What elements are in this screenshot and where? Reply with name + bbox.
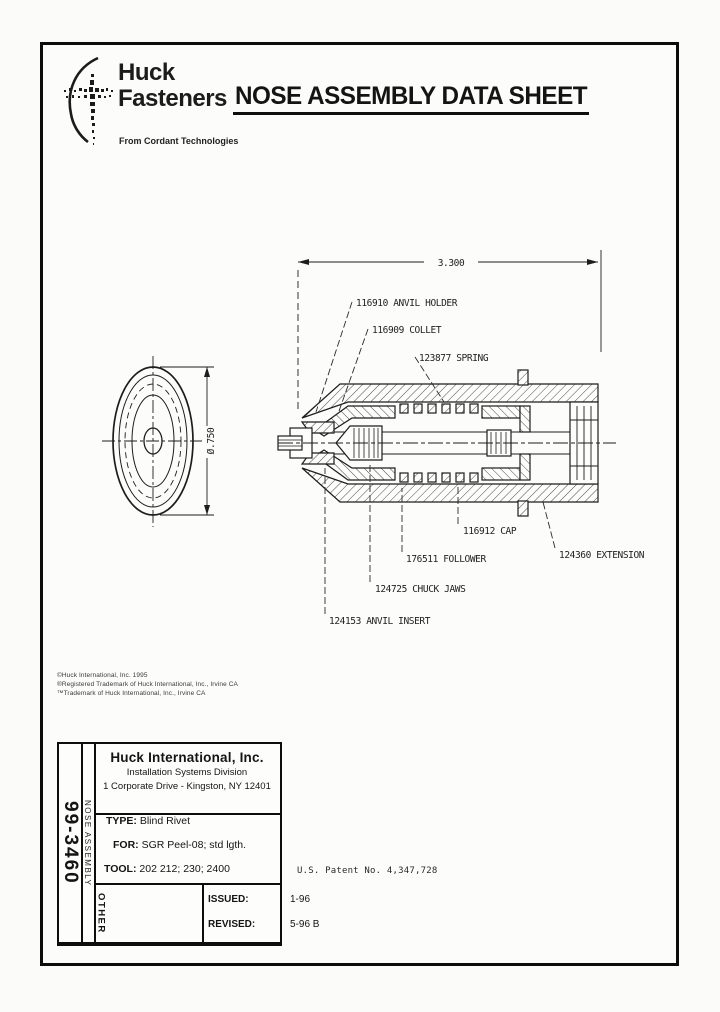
revised-value: 5-96 B [290, 919, 320, 930]
for-row: FOR: SGR Peel-08; std lgth. [113, 839, 246, 851]
label-follower: 176511 FOLLOWER [406, 554, 486, 565]
issued-value: 1-96 [290, 894, 311, 905]
part-labels: 116910 ANVIL HOLDER 116909 COLLET 123877… [329, 298, 645, 627]
other-column: OTHER [94, 885, 108, 942]
company-name: Huck International, Inc. [110, 750, 264, 765]
label-spring: 123877 SPRING [419, 353, 489, 364]
issued-row: ISSUED: 1-96 [208, 894, 310, 905]
brand-line-2: Fasteners [118, 85, 227, 112]
length-dim-text: 3.300 [438, 258, 465, 269]
trademark-footnotes: ©Huck International, Inc. 1995 ®Register… [57, 671, 238, 698]
label-anvil-holder: 116910 ANVIL HOLDER [356, 298, 458, 309]
doc-number: 99-3460 [60, 801, 81, 885]
patent-number: U.S. Patent No. 4,347,728 [297, 866, 438, 876]
front-view: Ø.750 [102, 356, 217, 527]
brand-line-1: Huck [118, 59, 175, 86]
brand-name: Huck Fasteners [118, 60, 227, 112]
assembly-drawing: Ø.750 3.300 [102, 250, 645, 627]
huck-logo-icon [64, 56, 113, 145]
length-dimension: 3.300 [297, 250, 602, 412]
diameter-dimension: Ø.750 [160, 366, 217, 516]
brand-tagline: From Cordant Technologies [119, 136, 239, 146]
footnote-registered: ®Registered Trademark of Huck Internatio… [57, 681, 238, 688]
tool-value: 202 212; 230; 2400 [139, 863, 230, 875]
company-address: 1 Corporate Drive - Kingston, NY 12401 [103, 781, 271, 792]
spring-coils [399, 403, 479, 483]
spec-section: TYPE: Blind Rivet FOR: SGR Peel-08; std … [94, 809, 280, 883]
title-block-main: Huck International, Inc. Installation Sy… [94, 744, 319, 942]
for-value: SGR Peel-08; std lgth. [141, 839, 247, 851]
issued-label: ISSUED: [208, 894, 249, 905]
label-collet: 116909 COLLET [372, 325, 442, 336]
label-extension: 124360 EXTENSION [559, 550, 645, 561]
category-label: NOSE ASSEMBLY [83, 799, 92, 887]
category-column: NOSE ASSEMBLY [81, 744, 96, 942]
footnote-trademark: ™Trademark of Huck International, Inc., … [57, 690, 206, 697]
for-label: FOR: [113, 839, 139, 851]
label-cap: 116912 CAP [463, 526, 517, 537]
other-label: OTHER [95, 893, 107, 934]
company-section: Huck International, Inc. Installation Sy… [94, 744, 280, 815]
diameter-dim-text: Ø.750 [206, 427, 217, 454]
leader-lines [315, 301, 556, 614]
type-label: TYPE: [106, 815, 137, 827]
type-value: Blind Rivet [139, 815, 191, 827]
section-view [277, 369, 616, 517]
tool-label: TOOL: [104, 863, 137, 875]
revised-row: REVISED: 5-96 B [208, 919, 319, 930]
page-title: NOSE ASSEMBLY DATA SHEET [233, 82, 590, 115]
revision-section: OTHER ISSUED: 1-96 REVISED: 5-96 B [94, 883, 319, 942]
tool-row: TOOL: 202 212; 230; 2400 [104, 863, 230, 875]
footnote-copyright: ©Huck International, Inc. 1995 [57, 672, 148, 679]
revised-label: REVISED: [208, 919, 256, 930]
type-row: TYPE: Blind Rivet [106, 815, 190, 827]
company-division: Installation Systems Division [126, 767, 248, 778]
label-chuck-jaws: 124725 CHUCK JAWS [375, 584, 466, 595]
revision-divider [202, 885, 204, 942]
title-block: 99-3460 NOSE ASSEMBLY Huck International… [57, 742, 319, 946]
label-anvil-insert: 124153 ANVIL INSERT [329, 616, 431, 627]
doc-number-column: 99-3460 [59, 744, 83, 942]
